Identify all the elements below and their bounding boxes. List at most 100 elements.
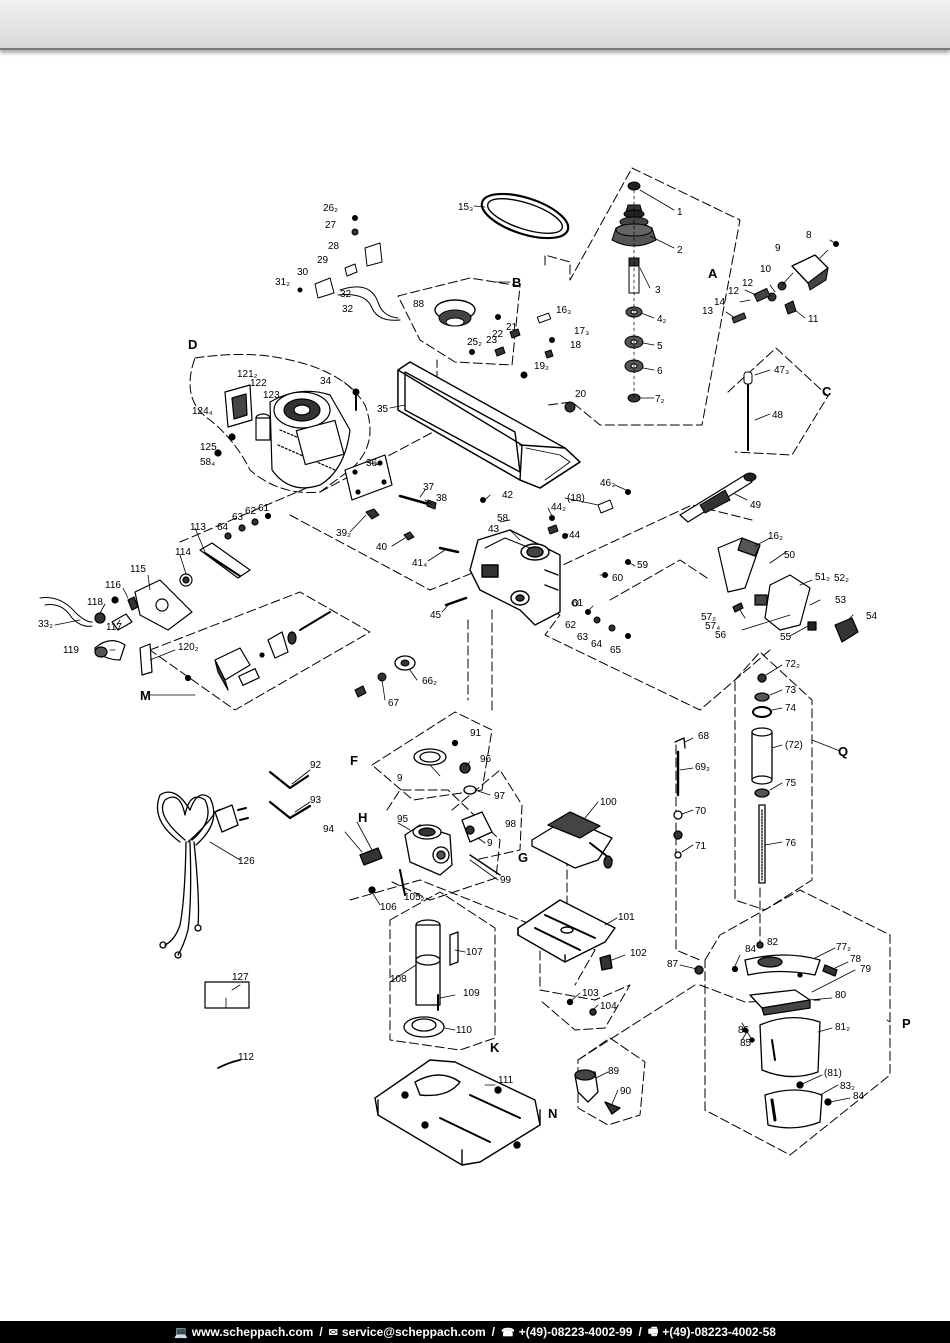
part-111 <box>217 1059 241 1069</box>
part-num: 64 <box>591 639 603 650</box>
part-num: 35 <box>377 404 389 415</box>
part-num: 52₂ <box>834 573 849 584</box>
part-num: 86 <box>738 1025 750 1036</box>
part-num: 16₂ <box>768 531 783 542</box>
footer-bar: 💻 www.scheppach.com / ✉ service@scheppac… <box>0 1321 950 1343</box>
part-num: (72) <box>785 740 803 751</box>
part-num: 84 <box>745 944 757 955</box>
part-num: 68 <box>698 731 710 742</box>
quill-parts-71-75 <box>751 673 773 884</box>
group-letter-k: K <box>490 1040 500 1055</box>
part-num: 126 <box>238 856 255 867</box>
belt-guard-34 <box>397 361 581 489</box>
part-num: 80 <box>835 990 847 1001</box>
depth-rod-67-70 <box>673 737 686 859</box>
part-num: 70 <box>695 806 707 817</box>
part-num: 9 <box>487 838 493 849</box>
footer-separator: / <box>491 1325 496 1339</box>
part-num: 37 <box>423 482 435 493</box>
part-num: 5 <box>657 341 663 352</box>
switch-parts-m-group <box>184 611 331 691</box>
part-num: 31₂ <box>275 277 290 288</box>
part-num: 64 <box>217 522 229 533</box>
part-num: 44 <box>569 530 581 541</box>
computer-icon: 💻 <box>174 1326 188 1339</box>
motor-assembly <box>214 384 351 489</box>
part-num: 40 <box>376 542 388 553</box>
part-num: 39₂ <box>336 528 351 539</box>
footer-email-link[interactable]: service@scheppach.com <box>341 1325 486 1339</box>
part-num: 120₂ <box>178 642 199 653</box>
feed-handle-46-47 <box>743 371 753 451</box>
part-num: 27 <box>325 220 337 231</box>
part-num: 18 <box>570 340 582 351</box>
part-num: 49 <box>750 500 762 511</box>
group-letter-b: B <box>512 275 521 290</box>
part-num: 104 <box>600 1001 617 1012</box>
part-num: 89 <box>608 1066 620 1077</box>
part-num: 93 <box>310 795 322 806</box>
part-num: 20 <box>575 389 587 400</box>
group-letter-c: C <box>822 384 832 399</box>
part-num: 9 <box>775 243 781 254</box>
part-num: 110 <box>456 1025 472 1036</box>
part-numbers: 1 2 3 4₂ 5 6 7₂ 8 9 10 11 12 12 13 14 15… <box>38 202 878 1102</box>
part-num: 19₂ <box>534 361 549 372</box>
hex-keys-91-92 <box>268 770 312 820</box>
part-num: 12 <box>728 286 740 297</box>
part-num: 65 <box>610 645 622 656</box>
leader-lines <box>54 189 891 1105</box>
part-num: 60 <box>612 573 624 584</box>
footer-website-link[interactable]: www.scheppach.com <box>191 1325 314 1339</box>
part-num: 122 <box>250 378 267 389</box>
part-num: 28 <box>328 241 340 252</box>
table-100 <box>517 899 616 1016</box>
group-letter-g: G <box>518 850 528 865</box>
footer-separator: / <box>319 1325 323 1339</box>
part-num: 46₃ <box>600 478 615 489</box>
part-num: 58₄ <box>200 457 215 468</box>
group-outlines <box>149 167 891 1156</box>
part-num: 12 <box>742 278 754 289</box>
part-num: 124₄ <box>192 406 213 417</box>
part-num: 41₄ <box>412 558 427 569</box>
depth-stop-parts-49-56 <box>717 537 859 643</box>
pinion-shaft-48 <box>679 472 757 523</box>
part-num: 82 <box>767 937 779 948</box>
column-parts-107-109 <box>403 919 459 1038</box>
part-num: 3 <box>655 285 661 296</box>
part-num: 112 <box>238 1052 254 1063</box>
part-num: 25₂ <box>467 337 482 348</box>
part-num: 109 <box>463 988 480 999</box>
part-num: 72₂ <box>785 659 800 670</box>
part-num: 96 <box>480 754 492 765</box>
part-num: 44₂ <box>551 502 566 513</box>
group-letter-a: A <box>708 266 718 281</box>
part-num: 61 <box>258 503 270 514</box>
footer-phone: +(49)-08223-4002-99 <box>518 1325 633 1339</box>
fax-icon: 🖷 <box>647 1325 659 1338</box>
part-num: 16₃ <box>556 305 571 316</box>
part-num: 23 <box>486 335 498 346</box>
part-num: 115 <box>130 564 146 575</box>
part-num: 113 <box>190 522 206 533</box>
part-num: 33₂ <box>38 619 53 630</box>
chuck-guard-parts-76-85 <box>694 941 838 1129</box>
part-num: 125 <box>200 442 217 453</box>
part-num: 32 <box>340 289 352 300</box>
group-letter-q: Q <box>838 744 848 759</box>
part-num: 71 <box>695 841 707 852</box>
part-num: 7₂ <box>655 394 665 405</box>
group-letters: A B C D F G H K M N P Q <box>140 266 911 1121</box>
part-num: 29 <box>317 255 329 266</box>
part-num: (18) <box>567 493 585 504</box>
part-num: 21 <box>506 322 518 333</box>
part-num: 63 <box>232 512 244 523</box>
part-num: 10 <box>760 264 772 275</box>
group-letter-f: F <box>350 753 358 768</box>
part-num: 42 <box>502 490 514 501</box>
part-num: 62 <box>565 620 577 631</box>
column-bracket-parts <box>359 739 501 896</box>
switch-box-parts-112-119 <box>39 512 272 676</box>
part-num: 57₄ <box>705 621 720 632</box>
